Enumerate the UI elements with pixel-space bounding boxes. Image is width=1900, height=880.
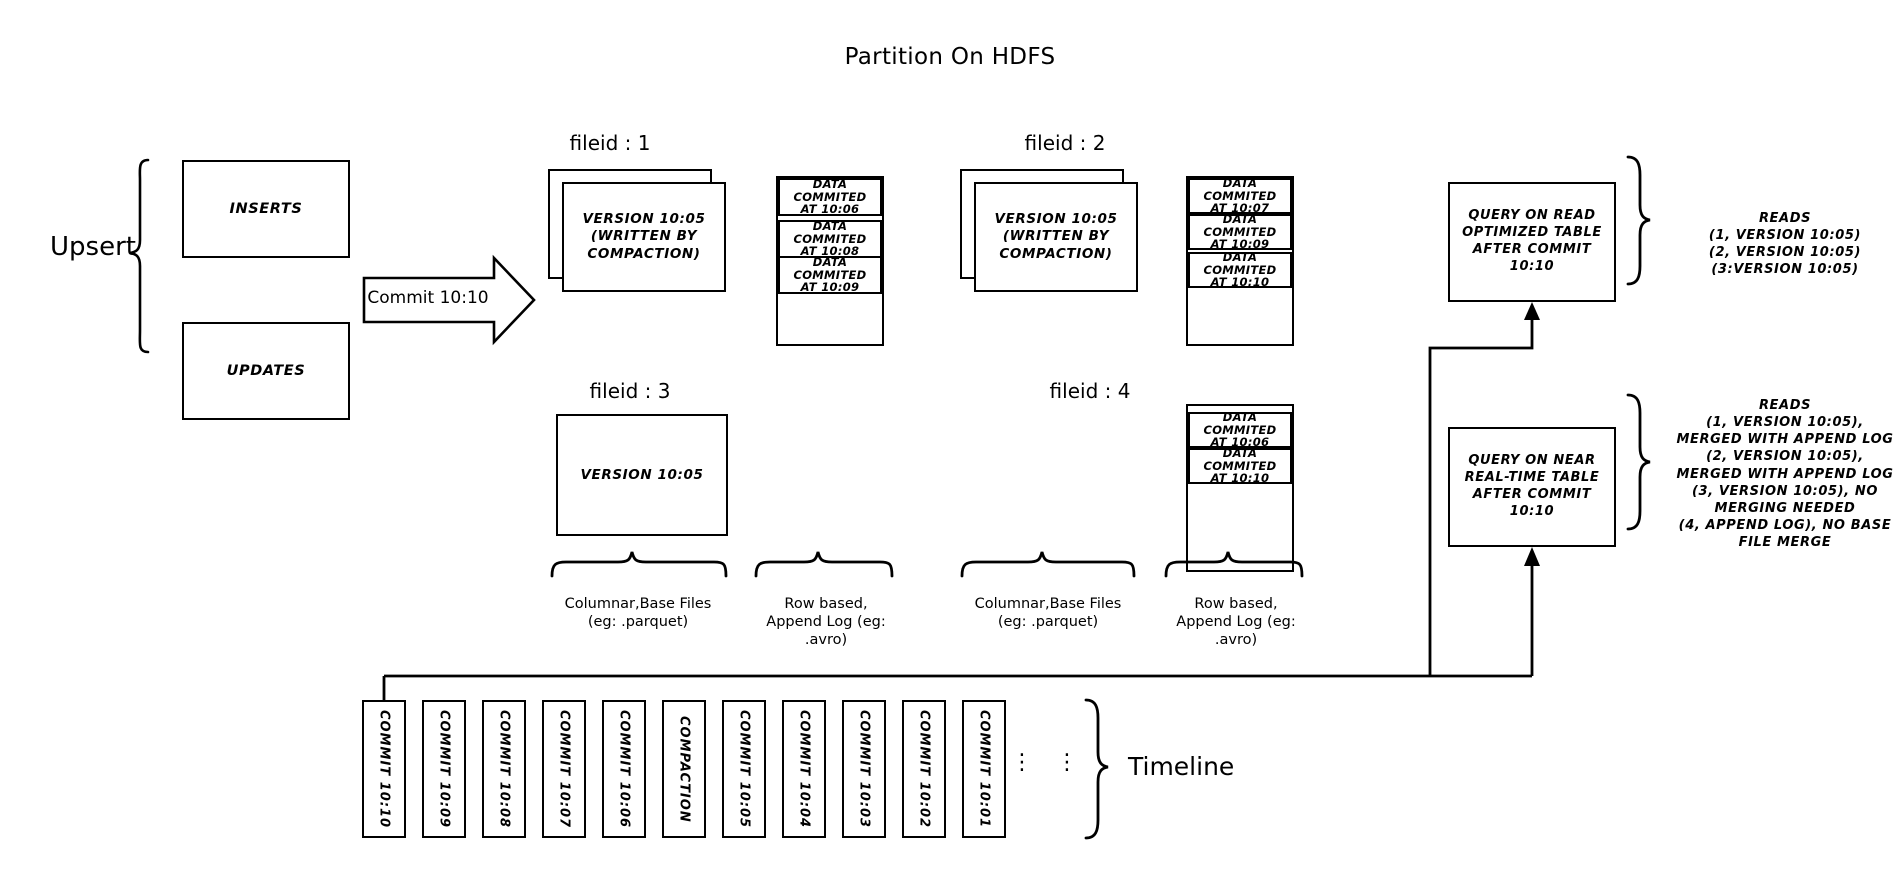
query-near-realtime-box[interactable]: QUERY ON NEAR REAL-TIME TABLE AFTER COMM… bbox=[1448, 427, 1616, 547]
timeline-item[interactable]: COMPACTION bbox=[662, 700, 706, 838]
fileid-2-log-block-1: DATA COMMITED AT 10:07 bbox=[1188, 175, 1292, 216]
commit-arrow-label: Commit 10:10 bbox=[367, 288, 489, 308]
updates-label: UPDATES bbox=[226, 363, 306, 379]
fileid-1-log-block-2-label: DATA COMMITED AT 10:08 bbox=[793, 218, 867, 259]
timeline-label: Timeline bbox=[1128, 752, 1235, 781]
fileid-2-log-block-3: DATA COMMITED AT 10:10 bbox=[1188, 249, 1292, 290]
caption-log-right: Row based, Append Log (eg: .avro) bbox=[1176, 596, 1296, 649]
timeline-ellipsis-2: ⋮ bbox=[1056, 750, 1078, 775]
timeline-item-label: COMMIT 10:01 bbox=[976, 709, 992, 829]
timeline-item[interactable]: COMMIT 10:10 bbox=[362, 700, 406, 838]
inserts-box: INSERTS bbox=[182, 160, 350, 258]
timeline-item[interactable]: COMMIT 10:04 bbox=[782, 700, 826, 838]
timeline-item-label: COMPACTION bbox=[676, 715, 692, 823]
fileid-4-log-block-1: DATA COMMITED AT 10:06 bbox=[1188, 409, 1292, 450]
timeline-item-label: COMMIT 10:09 bbox=[436, 709, 452, 829]
reads-near-realtime-text: READS (1, VERSION 10:05), MERGED WITH AP… bbox=[1676, 398, 1894, 551]
timeline-item[interactable]: COMMIT 10:07 bbox=[542, 700, 586, 838]
fileid-2-log-block-2: DATA COMMITED AT 10:09 bbox=[1188, 211, 1292, 252]
fileid-2-log-block-2-label: DATA COMMITED AT 10:09 bbox=[1203, 211, 1277, 252]
timeline-item-label: COMMIT 10:06 bbox=[616, 709, 632, 829]
fileid-2-base-file: VERSION 10:05 (WRITTEN BY COMPACTION) bbox=[974, 182, 1138, 292]
fileid-4-log-block-2-label: DATA COMMITED AT 10:10 bbox=[1203, 445, 1277, 486]
fileid-4-heading: fileid : 4 bbox=[1049, 379, 1131, 403]
timeline-item-label: COMMIT 10:04 bbox=[796, 709, 812, 829]
caption-log-left: Row based, Append Log (eg: .avro) bbox=[766, 596, 886, 649]
fileid-1-log-block-3: DATA COMMITED AT 10:09 bbox=[778, 254, 882, 295]
timeline-item[interactable]: COMMIT 10:05 bbox=[722, 700, 766, 838]
inserts-label: INSERTS bbox=[229, 201, 303, 217]
page-title: Partition On HDFS bbox=[844, 44, 1056, 70]
timeline-ellipsis-1: ⋮ bbox=[1011, 750, 1033, 775]
timeline-item[interactable]: COMMIT 10:06 bbox=[602, 700, 646, 838]
query-near-realtime-label: QUERY ON NEAR REAL-TIME TABLE AFTER COMM… bbox=[1464, 453, 1600, 519]
timeline-item-label: COMMIT 10:10 bbox=[376, 709, 392, 829]
reads-read-optimized-text: READS (1, VERSION 10:05) (2, VERSION 10:… bbox=[1708, 211, 1862, 278]
timeline-item[interactable]: COMMIT 10:09 bbox=[422, 700, 466, 838]
timeline-item-label: COMMIT 10:08 bbox=[496, 709, 512, 829]
query-read-optimized-box[interactable]: QUERY ON READ OPTIMIZED TABLE AFTER COMM… bbox=[1448, 182, 1616, 302]
fileid-1-log-block-3-label: DATA COMMITED AT 10:09 bbox=[793, 254, 867, 295]
fileid-2-base-file-label: VERSION 10:05 (WRITTEN BY COMPACTION) bbox=[994, 211, 1118, 262]
fileid-2-log-block-3-label: DATA COMMITED AT 10:10 bbox=[1203, 249, 1277, 290]
timeline-item[interactable]: COMMIT 10:01 bbox=[962, 700, 1006, 838]
fileid-1-log-block-2: DATA COMMITED AT 10:08 bbox=[778, 218, 882, 259]
fileid-1-log-block-1-label: DATA COMMITED AT 10:06 bbox=[793, 176, 867, 217]
updates-box: UPDATES bbox=[182, 322, 350, 420]
timeline-item[interactable]: COMMIT 10:08 bbox=[482, 700, 526, 838]
timeline-item[interactable]: COMMIT 10:02 bbox=[902, 700, 946, 838]
fileid-1-log-block-1: DATA COMMITED AT 10:06 bbox=[778, 176, 882, 217]
caption-base-right: Columnar,Base Files (eg: .parquet) bbox=[974, 596, 1122, 631]
fileid-3-base-file-label: VERSION 10:05 bbox=[580, 467, 704, 483]
timeline-item-label: COMMIT 10:05 bbox=[736, 709, 752, 829]
timeline-item-label: COMMIT 10:07 bbox=[556, 709, 572, 829]
timeline-item-label: COMMIT 10:03 bbox=[856, 709, 872, 829]
timeline-item[interactable]: COMMIT 10:03 bbox=[842, 700, 886, 838]
fileid-3-heading: fileid : 3 bbox=[589, 379, 671, 403]
fileid-4-log-block-2: DATA COMMITED AT 10:10 bbox=[1188, 445, 1292, 486]
fileid-4-log-block-1-label: DATA COMMITED AT 10:06 bbox=[1203, 409, 1277, 450]
timeline-item-label: COMMIT 10:02 bbox=[916, 709, 932, 829]
fileid-1-base-file-label: VERSION 10:05 (WRITTEN BY COMPACTION) bbox=[582, 211, 706, 262]
fileid-2-heading: fileid : 2 bbox=[1024, 131, 1106, 155]
fileid-3-base-file: VERSION 10:05 bbox=[556, 414, 728, 536]
upsert-label: Upsert bbox=[50, 232, 136, 262]
query-read-optimized-label: QUERY ON READ OPTIMIZED TABLE AFTER COMM… bbox=[1462, 208, 1602, 274]
fileid-1-heading: fileid : 1 bbox=[569, 131, 651, 155]
fileid-2-log-block-1-label: DATA COMMITED AT 10:07 bbox=[1203, 175, 1277, 216]
caption-base-left: Columnar,Base Files (eg: .parquet) bbox=[564, 596, 712, 631]
fileid-1-base-file: VERSION 10:05 (WRITTEN BY COMPACTION) bbox=[562, 182, 726, 292]
